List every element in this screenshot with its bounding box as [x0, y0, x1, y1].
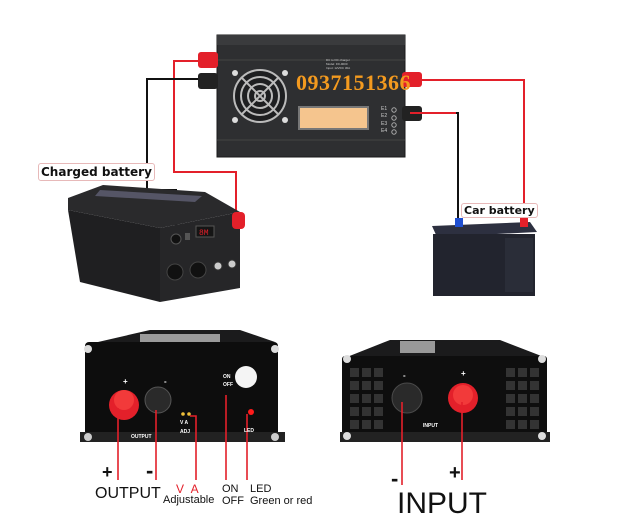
charger-label-plate: DC to DC charger Model: FD-9000 Input: 1…	[326, 58, 351, 70]
indicator-e4	[391, 129, 397, 135]
watermark-phone-number: 0937151366	[296, 70, 411, 95]
fan-icon	[232, 69, 288, 123]
output-panel-minus-mark: -	[164, 377, 167, 386]
output-panel-on-tag: ON	[223, 374, 231, 380]
input-panel-input-tag: INPUT	[423, 423, 438, 429]
va-callout: V A	[176, 482, 201, 496]
output-panel-off-tag: OFF	[223, 382, 233, 388]
charger-output-positive-terminal	[198, 52, 218, 68]
battery-display: 8M	[199, 229, 209, 238]
on-callout: ON	[222, 483, 239, 495]
indicator-e2	[391, 115, 397, 121]
led-description-callout: Green or red	[250, 495, 313, 507]
charger-input-positive-terminal	[402, 72, 422, 87]
car-battery-positive-post	[520, 218, 528, 227]
input-minus-callout: -	[391, 466, 399, 491]
output-plus-callout: +	[102, 462, 113, 482]
output-panel-image	[80, 330, 285, 442]
output-minus-callout: -	[146, 458, 154, 483]
charged-battery-image: 8M	[68, 185, 245, 302]
dc-dc-charger	[216, 34, 406, 158]
wire-input-negative	[422, 112, 459, 218]
charger-output-negative-terminal	[198, 73, 218, 89]
indicator-e1	[391, 107, 397, 113]
charger-indicator-labels: E1 E2 E3 E4	[381, 106, 388, 134]
output-panel-led-tag: LED	[244, 428, 254, 434]
input-panel-plus-mark: +	[461, 369, 466, 378]
car-battery-label: Car battery	[461, 203, 538, 218]
charged-battery-label: Charged battery	[38, 163, 155, 181]
adjustable-callout: Adjustable	[163, 494, 215, 506]
output-panel-plus-mark: +	[123, 377, 128, 386]
indicator-e3	[391, 122, 397, 128]
input-panel-minus-mark: -	[403, 371, 406, 380]
wire-output-positive	[173, 60, 237, 212]
led-callout: LED	[250, 483, 272, 495]
output-panel-va-tag: V A	[180, 420, 189, 426]
wire-input-positive	[422, 79, 525, 218]
input-plus-callout: +	[449, 462, 461, 484]
car-battery-negative-post	[455, 218, 463, 227]
input-callout: INPUT	[397, 487, 487, 520]
output-panel-adj-tag: ADJ	[180, 429, 191, 435]
input-panel-image	[340, 340, 550, 442]
car-battery-image	[432, 218, 537, 296]
output-callout: OUTPUT	[95, 485, 161, 502]
off-callout: OFF	[222, 495, 244, 507]
lcd-display	[298, 106, 369, 130]
output-panel-output-tag: OUTPUT	[131, 434, 152, 440]
